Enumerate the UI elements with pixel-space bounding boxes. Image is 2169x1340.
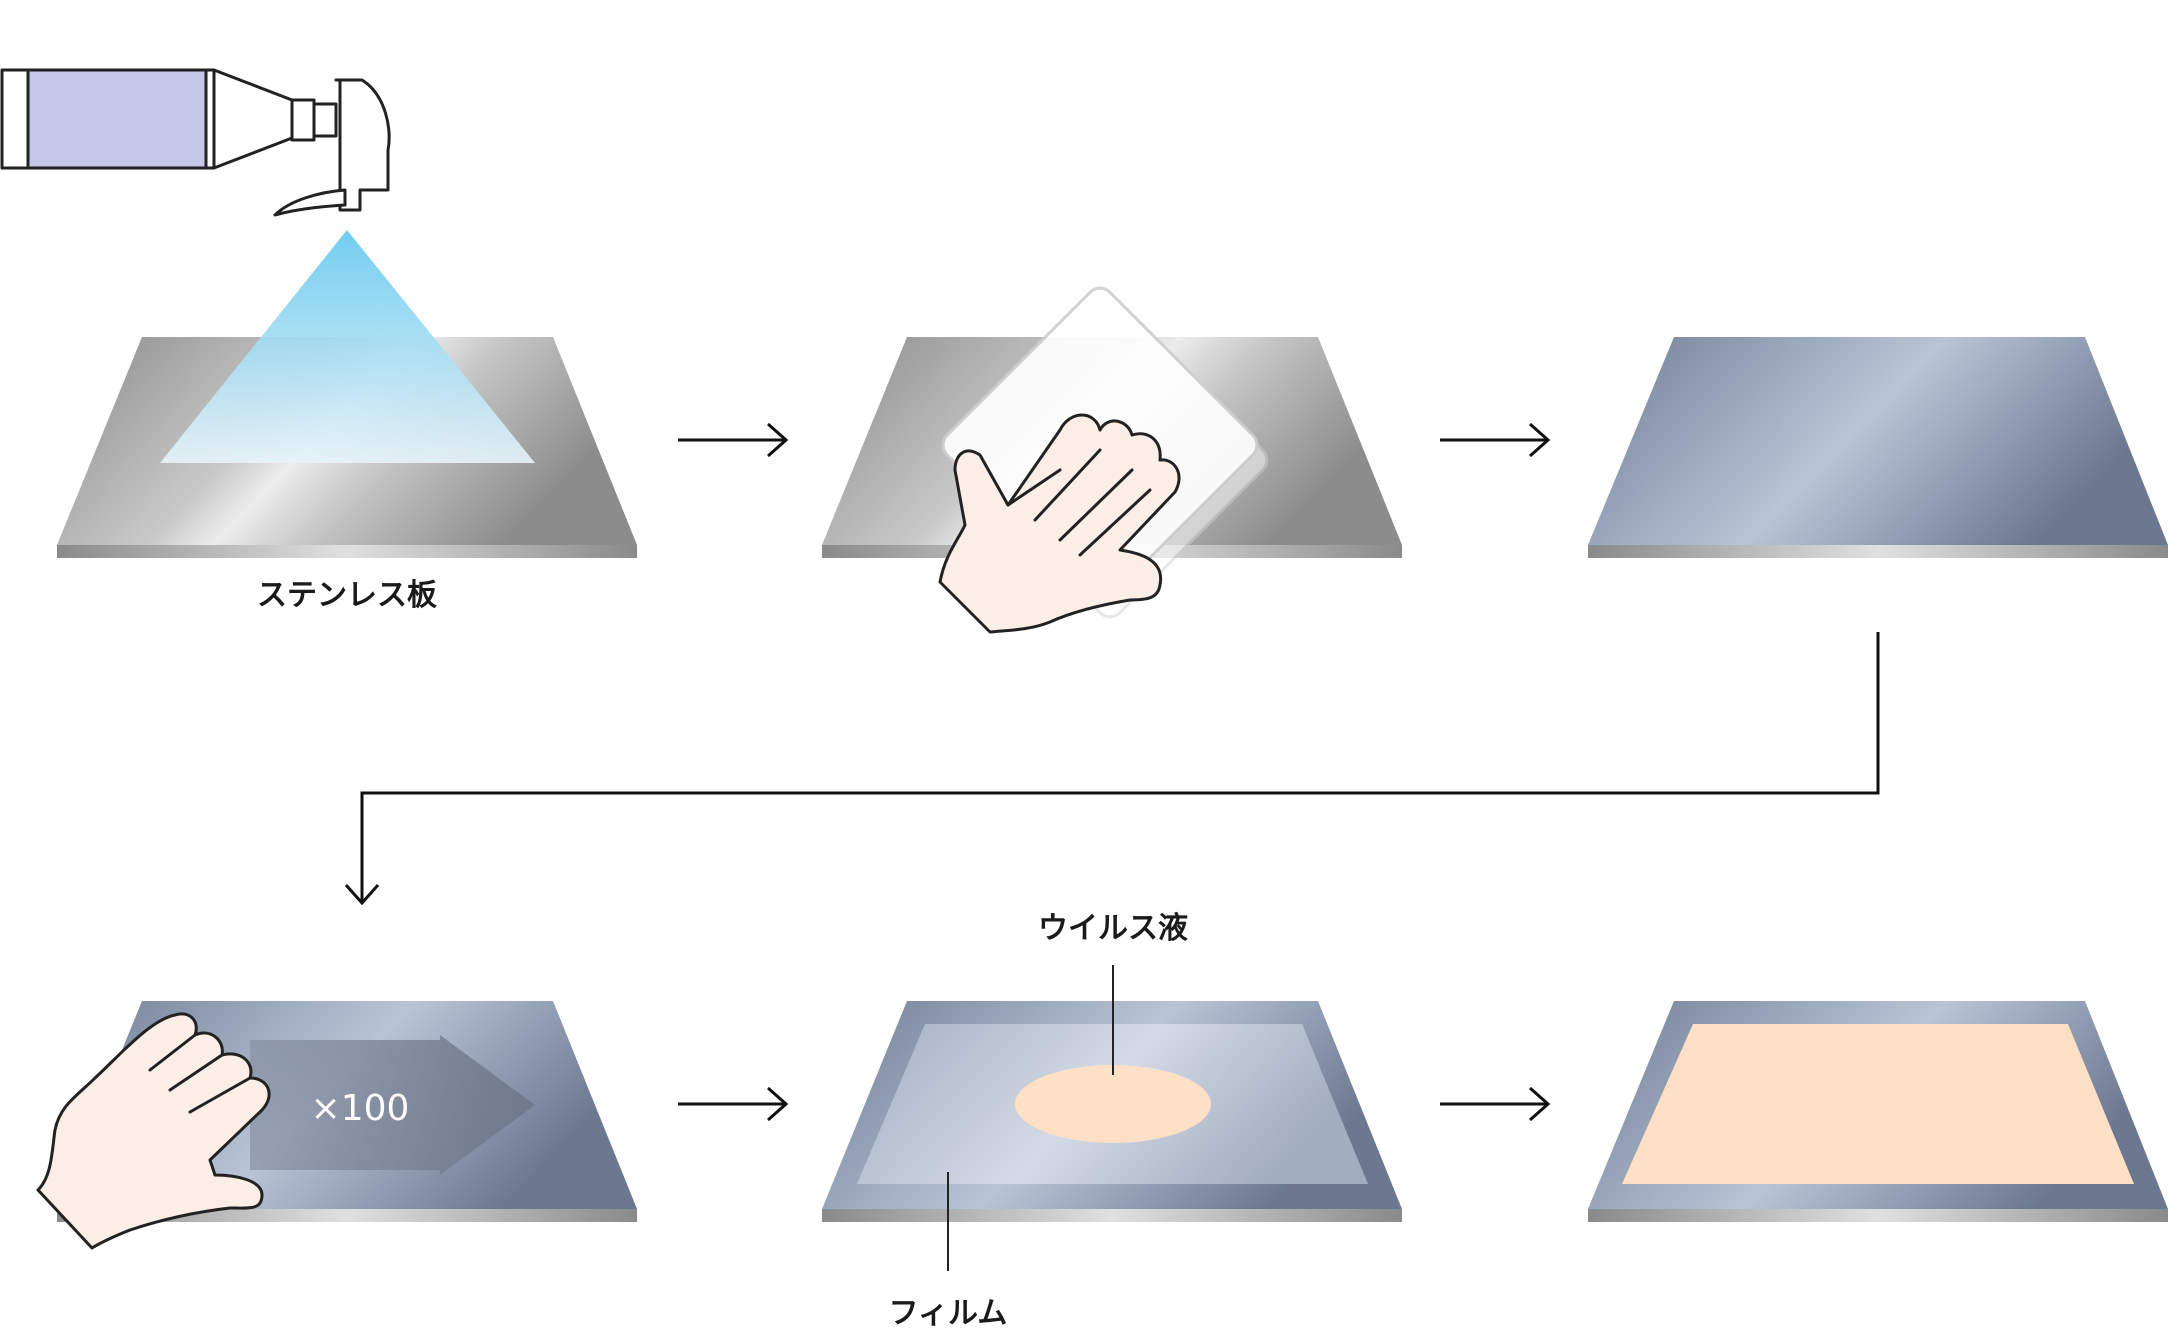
plate-edge <box>57 545 637 558</box>
plate-edge <box>1588 1209 2168 1222</box>
hand-icon <box>36 1012 271 1250</box>
step-spray: ステンレス板 <box>0 68 637 613</box>
hand-icon <box>938 413 1181 634</box>
step-rub: ×100 <box>36 1001 637 1250</box>
arrow-step1-to-2 <box>678 422 789 458</box>
plate-edge <box>1588 545 2168 558</box>
film-label: フィルム <box>889 1296 1008 1331</box>
virus-liquid-label: ウイルス液 <box>1038 911 1188 946</box>
stainless-plate-label: ステンレス板 <box>257 578 437 613</box>
step-inoculate: ウイルス液 フィルム <box>822 911 1402 1331</box>
step-covered <box>1588 1001 2168 1222</box>
plate-edge <box>822 1209 1402 1222</box>
connector-arrow-row <box>344 632 1880 906</box>
spray-bottle-icon <box>0 68 391 217</box>
step-wipe <box>822 286 1402 634</box>
coated-plate <box>1588 337 2168 545</box>
arrow-step5-to-6 <box>1440 1086 1551 1122</box>
rub-count-label: ×100 <box>311 1088 410 1129</box>
arrow-step2-to-3 <box>1440 422 1551 458</box>
spray-mist <box>160 230 535 463</box>
spread-virus-film <box>1622 1024 2134 1184</box>
rub-direction-arrow <box>250 1035 535 1175</box>
virus-droplet <box>1015 1065 1211 1143</box>
step-clean-plate <box>1588 337 2168 558</box>
arrow-step4-to-5 <box>678 1086 789 1122</box>
